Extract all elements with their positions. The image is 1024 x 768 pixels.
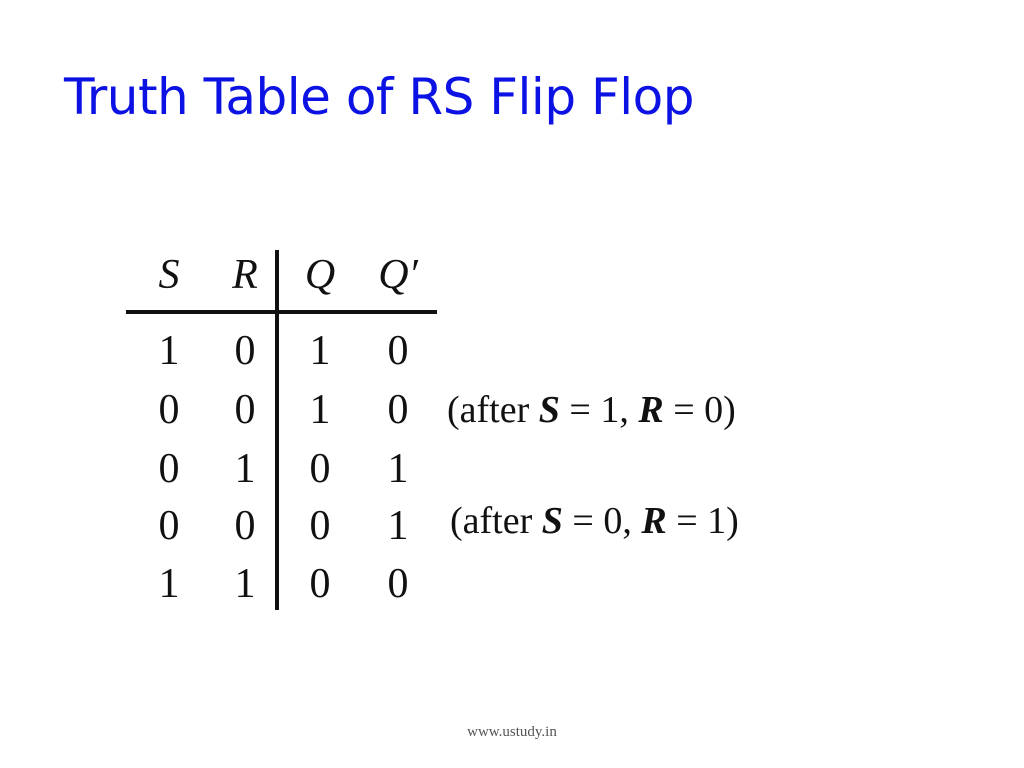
header-r: R <box>232 252 258 298</box>
slide-title: Truth Table of RS Flip Flop <box>64 68 694 126</box>
annotation-variable-s: S <box>541 500 563 542</box>
table-cell: 0 <box>234 387 256 433</box>
table-cell: 0 <box>234 328 256 374</box>
table-cell: 1 <box>387 503 409 549</box>
table-cell: 1 <box>158 328 180 374</box>
table-cell: 0 <box>158 387 180 433</box>
table-cell: 0 <box>234 503 256 549</box>
annotation-variable-r: R <box>641 500 667 542</box>
table-cell: 1 <box>234 561 256 607</box>
annotation-after-set: (after S = 1, R = 0) <box>447 386 736 434</box>
header-divider <box>126 310 437 314</box>
header-q: Q <box>304 252 336 298</box>
header-s: S <box>158 252 180 298</box>
table-cell: 1 <box>309 387 331 433</box>
table-cell: 0 <box>387 328 409 374</box>
annotation-variable-r: R <box>638 389 664 431</box>
table-cell: 1 <box>387 446 409 492</box>
table-cell: 0 <box>158 446 180 492</box>
table-cell: 0 <box>309 503 331 549</box>
column-divider <box>275 250 279 610</box>
annotation-variable-s: S <box>538 389 560 431</box>
table-cell: 1 <box>309 328 331 374</box>
table-cell: 0 <box>309 561 331 607</box>
footer-url: www.ustudy.in <box>467 724 557 740</box>
table-cell: 0 <box>387 561 409 607</box>
annotation-text: (after <box>450 500 542 542</box>
annotation-text: = 1, <box>559 389 639 431</box>
table-cell: 0 <box>158 503 180 549</box>
annotation-text: (after <box>447 389 539 431</box>
table-cell: 0 <box>387 387 409 433</box>
header-q-prime: Q′ <box>378 252 418 298</box>
annotation-after-reset: (after S = 0, R = 1) <box>450 497 739 545</box>
table-cell: 0 <box>309 446 331 492</box>
annotation-text: = 0, <box>562 500 642 542</box>
table-cell: 1 <box>234 446 256 492</box>
annotation-text: = 0) <box>663 389 736 431</box>
table-cell: 1 <box>158 561 180 607</box>
annotation-text: = 1) <box>666 500 739 542</box>
